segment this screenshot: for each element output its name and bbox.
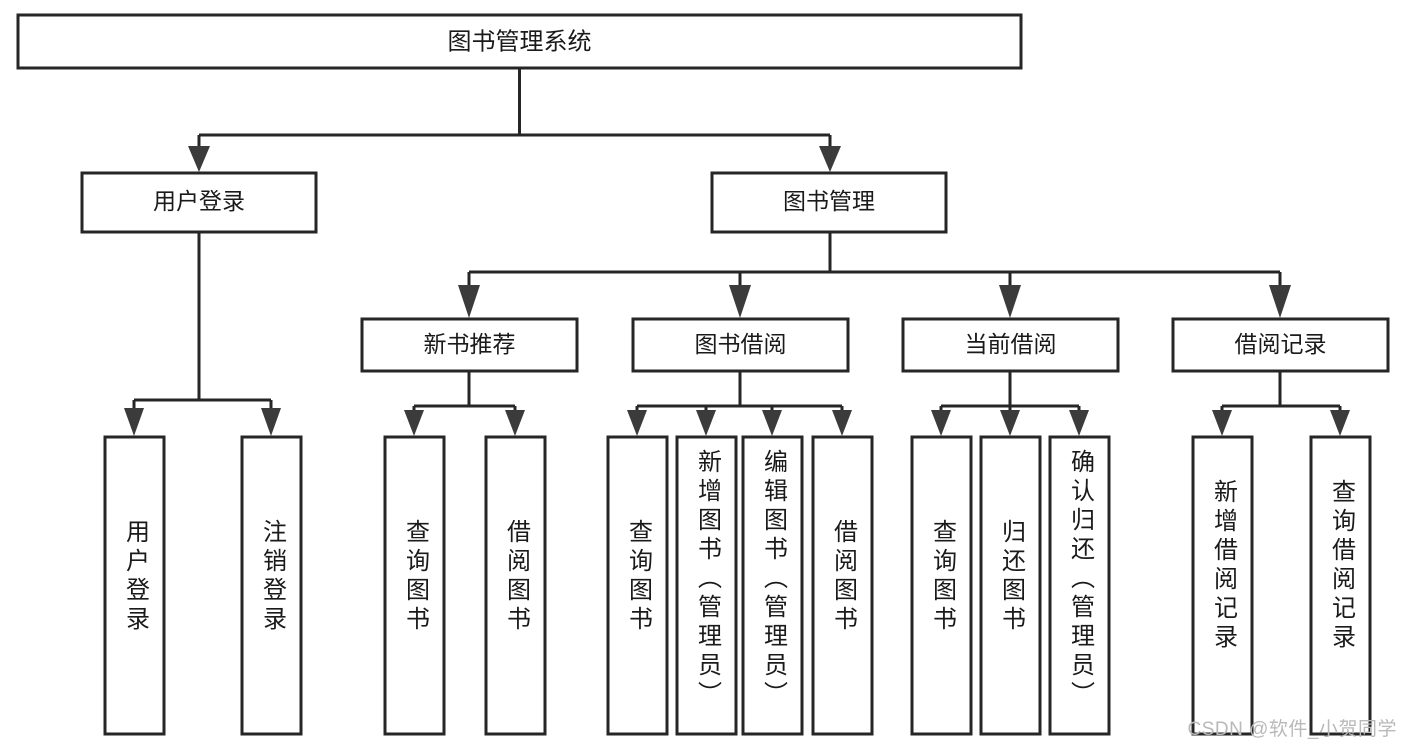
connector-userlogin-to-leaves [124,232,281,436]
connector-current-to-leaves [931,372,1089,436]
leaf-box-borrow-0[interactable] [606,435,669,736]
node-book-borrow-label: 图书借阅 [695,331,787,357]
node-book-management[interactable]: 图书管理 [710,171,948,234]
leaf-box-borrow-2[interactable] [741,435,804,736]
leaf-box-recommend-0[interactable] [383,435,446,736]
node-current-borrow[interactable]: 当前借阅 [901,317,1120,373]
leaf-box-current-0[interactable] [910,435,973,736]
node-borrow-records-label: 借阅记录 [1235,331,1327,357]
node-user-login[interactable]: 用户登录 [80,171,318,234]
node-current-borrow-label: 当前借阅 [965,331,1057,357]
connector-records-to-leaves [1212,372,1350,436]
connector-root-to-level2 [188,68,841,172]
node-book-management-label: 图书管理 [783,188,875,214]
node-root-system[interactable]: 图书管理系统 [16,13,1023,70]
node-book-borrow[interactable]: 图书借阅 [631,317,850,373]
node-root-label: 图书管理系统 [448,28,592,55]
leaf-box-current-2[interactable] [1048,435,1111,736]
connector-borrow-to-leaves [627,372,852,436]
leaf-box-records-0[interactable] [1191,435,1254,736]
leaf-box-borrow-3[interactable] [811,435,874,736]
node-new-book-recommend-label: 新书推荐 [424,331,516,357]
connector-recommend-to-leaves [404,372,525,436]
leaf-box-user-login-0[interactable] [103,435,166,736]
node-new-book-recommend[interactable]: 新书推荐 [360,317,579,373]
leaf-box-borrow-1[interactable] [675,435,738,736]
csdn-watermark: CSDN @软件_小贺同学 [1187,719,1397,740]
connector-bookmgmt-to-level3 [458,232,1291,318]
leaf-box-records-1[interactable] [1309,435,1372,736]
leaf-box-current-1[interactable] [979,435,1042,736]
node-borrow-records[interactable]: 借阅记录 [1171,317,1390,373]
leaf-box-user-login-1[interactable] [240,435,303,736]
leaf-box-recommend-1[interactable] [484,435,547,736]
node-user-login-label: 用户登录 [153,188,245,214]
